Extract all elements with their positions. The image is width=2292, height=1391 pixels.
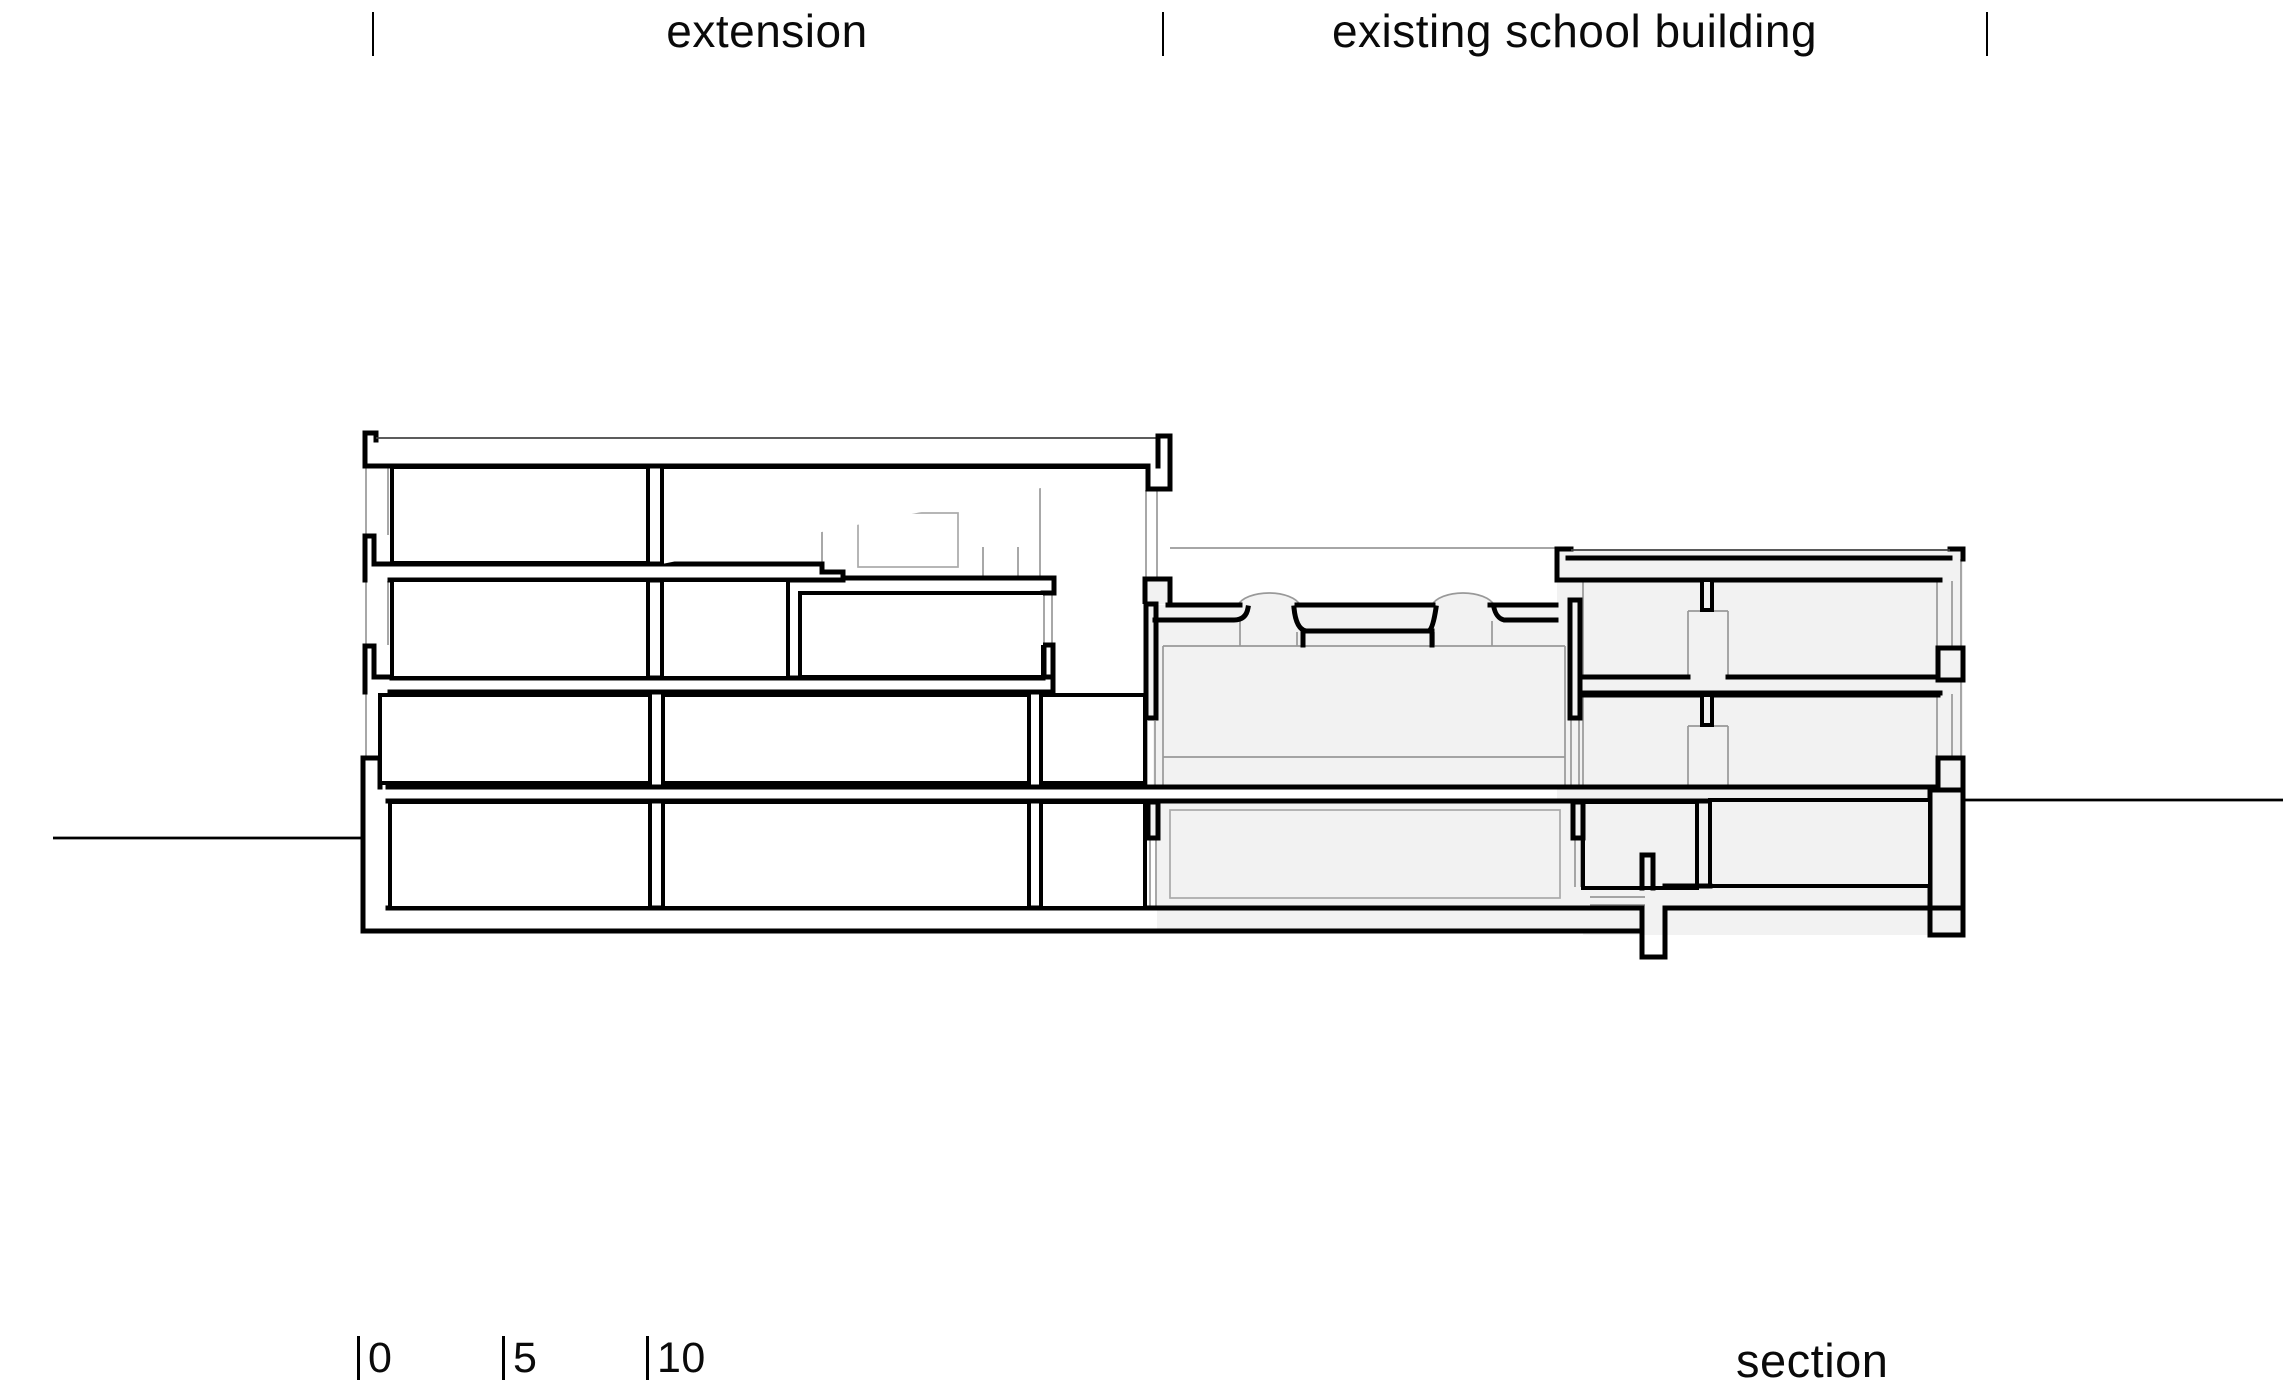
room-b-mid [661,800,1031,910]
room-l2-left [390,578,650,680]
extension-building [360,430,1943,934]
room-l2-mid [660,578,790,680]
room-school-basement [1708,798,1932,888]
existing-school-building-label: existing school building [1331,5,1818,57]
scale-tick-10 [646,1336,649,1380]
room-l3-left [390,465,650,565]
room-l1-link [1039,693,1147,785]
ground-lines [53,798,2283,840]
hall-left-wall [1143,601,1159,721]
section-title: section [1736,1334,1889,1387]
room-l3-right [660,465,1146,564]
scale-label-0: 0 [368,1334,393,1382]
room-b-left [388,800,652,910]
scale-tick-5 [502,1336,505,1380]
header-tick-left [372,12,374,56]
hall-right-wall [1567,597,1583,721]
extension-label: extension [666,5,868,57]
scale-label-10: 10 [657,1334,706,1382]
room-l2-right [798,591,1045,679]
room-l1-mid [661,693,1031,785]
header-tick-middle [1162,12,1164,56]
room-b-link [1039,800,1147,910]
header-tick-right [1986,12,1988,56]
scale-tick-0 [357,1336,360,1380]
scale-label-5: 5 [513,1334,538,1382]
existing-school-building [1142,546,1966,960]
room-l1-left [378,693,652,785]
